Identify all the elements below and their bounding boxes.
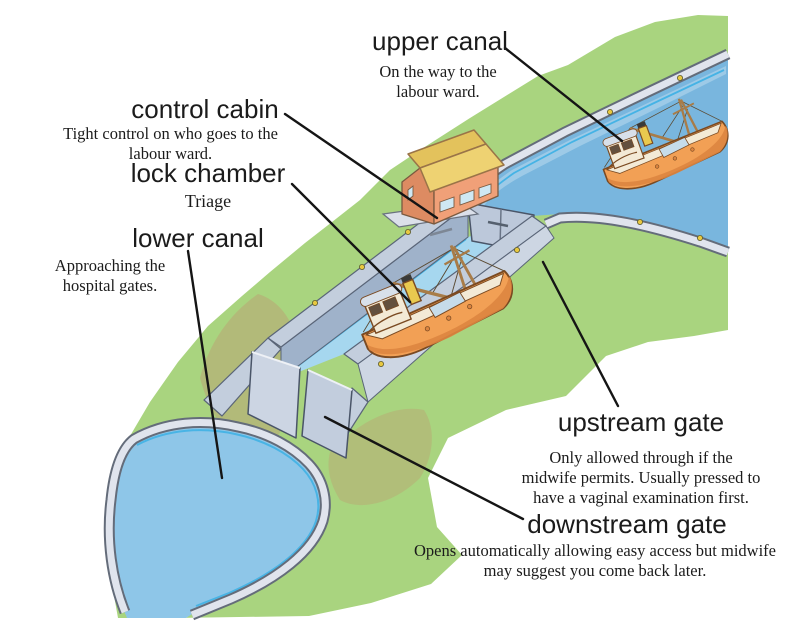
lower-canal-water xyxy=(109,422,326,618)
label-upper-canal-title: upper canal xyxy=(372,26,508,56)
control-cabin xyxy=(381,129,505,228)
leader-control-cabin xyxy=(283,112,439,220)
leader-upper-canal xyxy=(503,46,624,143)
label-downstream-gate-title: downstream gate xyxy=(527,509,727,539)
label-control-cabin-desc: Tight control on who goes to the labour … xyxy=(63,124,278,164)
downstream-gate xyxy=(247,351,353,459)
label-upper-canal-desc: On the way to the labour ward. xyxy=(379,62,497,102)
label-control-cabin-title: control cabin xyxy=(131,94,279,124)
label-lock-chamber-title: lock chamber xyxy=(130,158,286,188)
upper-canal-sheen xyxy=(478,66,726,206)
leader-lower-canal xyxy=(186,249,224,480)
cabin-roof-front xyxy=(419,143,505,193)
label-lock-chamber-desc: Triage xyxy=(184,191,232,211)
wall-ladder-detail xyxy=(429,227,453,237)
label-lower-canal-desc: Approaching the hospital gates. xyxy=(54,256,166,296)
lower-canal-waterline xyxy=(136,429,320,607)
leader-lock-chamber xyxy=(290,182,412,304)
label-lower-canal-title: lower canal xyxy=(132,223,264,253)
label-upstream-gate-title: upstream gate xyxy=(557,407,725,437)
label-downstream-gate-desc: Opens automatically allowing easy access… xyxy=(414,541,776,581)
leader-lines xyxy=(186,46,624,521)
upper-canal-south-edging-top xyxy=(544,213,730,256)
label-upstream-gate-desc: Only allowed through if the midwife perm… xyxy=(521,448,761,508)
lower-canal-edging-top xyxy=(105,419,329,619)
leader-downstream-gate xyxy=(323,415,525,521)
leader-upstream-gate xyxy=(541,260,620,408)
